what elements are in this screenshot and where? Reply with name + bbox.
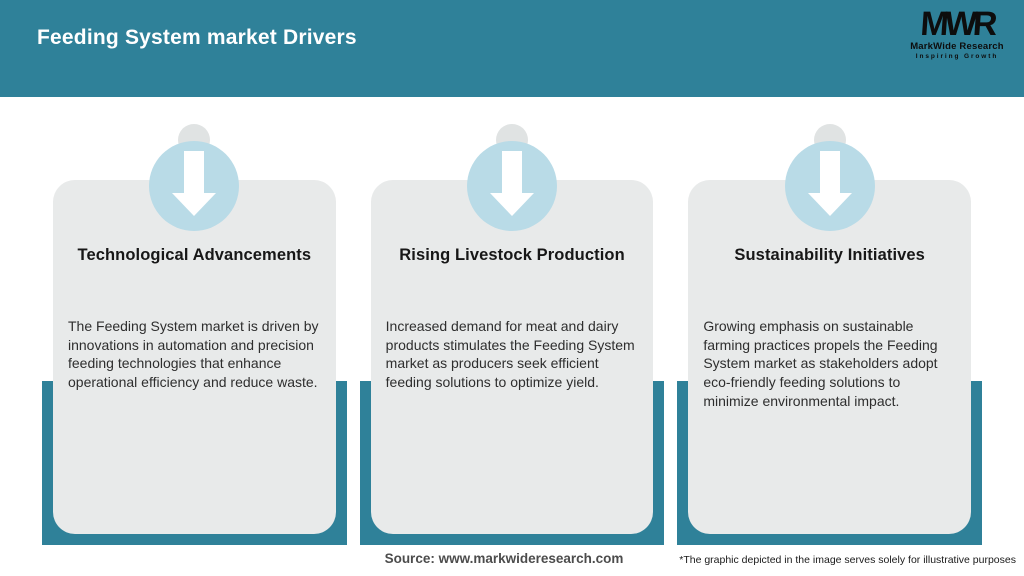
- logo-tagline: Inspiring Growth: [915, 53, 999, 60]
- header-banner: Feeding System market Drivers MWR MarkWi…: [0, 0, 1024, 97]
- logo-company-name: MarkWide Research: [910, 41, 1004, 52]
- card-title: Rising Livestock Production: [399, 246, 625, 264]
- card-title: Sustainability Initiatives: [734, 246, 925, 264]
- illustrative-disclaimer: *The graphic depicted in the image serve…: [679, 554, 1016, 566]
- driver-card-technological-advancements: Technological Advancements The Feeding S…: [42, 124, 347, 545]
- card-panel: Sustainability Initiatives Growing empha…: [688, 180, 972, 534]
- card-description: Increased demand for meat and dairy prod…: [385, 318, 635, 391]
- card-description: Growing emphasis on sustainable farming …: [703, 318, 938, 409]
- driver-cards-row: Technological Advancements The Feeding S…: [42, 124, 983, 545]
- page-title: Feeding System market Drivers: [37, 26, 357, 49]
- driver-card-rising-livestock-production: Rising Livestock Production Increased de…: [359, 124, 665, 545]
- source-attribution: Source: www.markwideresearch.com: [384, 551, 624, 566]
- card-title: Technological Advancements: [77, 246, 312, 264]
- card-panel: Rising Livestock Production Increased de…: [370, 180, 654, 534]
- down-arrow-icon: [467, 141, 557, 231]
- driver-card-sustainability-initiatives: Sustainability Initiatives Growing empha…: [677, 124, 983, 545]
- down-arrow-icon: [149, 141, 240, 231]
- markwide-research-logo: MWR MarkWide Research Inspiring Growth: [902, 5, 1012, 60]
- logo-mwr-monogram: MWR: [919, 5, 995, 43]
- down-arrow-icon: [784, 141, 875, 231]
- card-description: The Feeding System market is driven by i…: [68, 318, 319, 391]
- card-panel: Technological Advancements The Feeding S…: [53, 180, 336, 534]
